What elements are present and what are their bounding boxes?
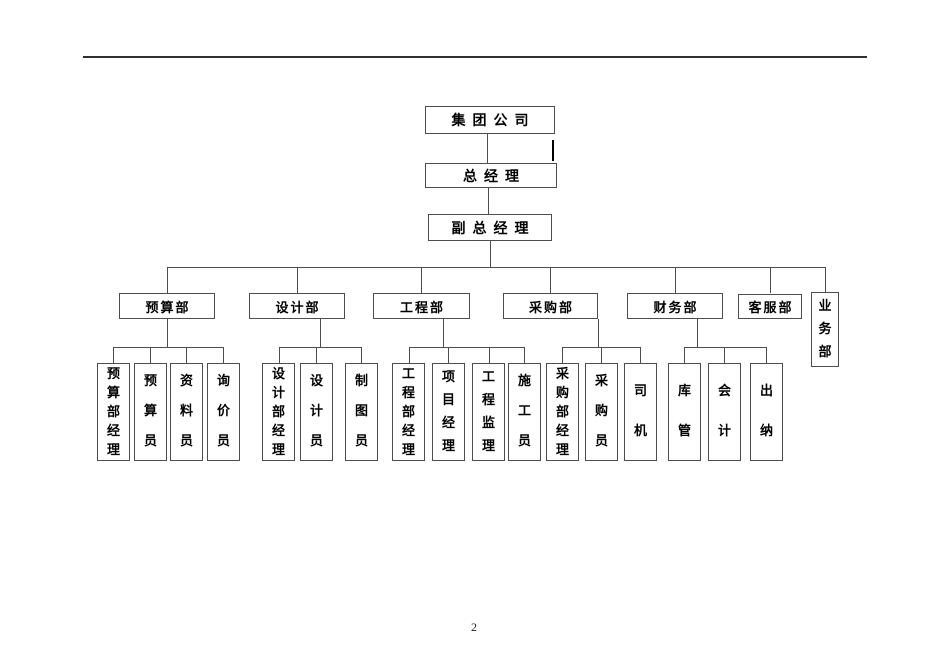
connector-line (297, 267, 298, 293)
role-label: 司机 (633, 384, 647, 439)
role-box-purchasing-dept-manager: 采购部经理 (546, 363, 579, 461)
org-box-label: 总经理 (463, 168, 526, 185)
role-label: 工程部经理 (401, 366, 415, 458)
dept-box-purchasing: 采购部 (503, 293, 598, 319)
connector-line (279, 347, 362, 348)
connector-line (684, 347, 767, 348)
connector-line (489, 347, 490, 363)
dept-label: 财务部 (653, 300, 699, 316)
dept-label: 采购部 (528, 300, 574, 316)
org-box-group-company: 集团公司 (425, 106, 555, 134)
role-label: 设计员 (309, 374, 323, 449)
dept-box-business: 业务部 (811, 292, 839, 367)
role-label: 出纳 (759, 384, 773, 439)
dept-box-design: 设计部 (249, 293, 345, 319)
stray-mark (552, 140, 554, 161)
role-label: 库管 (677, 384, 691, 439)
connector-line (316, 347, 317, 363)
connector-line (490, 241, 491, 267)
role-box-purchaser: 采购员 (585, 363, 618, 461)
role-label: 设计部经理 (271, 366, 285, 458)
connector-line (421, 267, 422, 293)
role-label: 会计 (717, 384, 731, 439)
role-label: 采购员 (594, 374, 608, 449)
role-box-budget-dept-manager: 预算部经理 (97, 363, 130, 461)
role-label: 资料员 (179, 374, 193, 449)
dept-label: 预算部 (145, 300, 191, 316)
connector-line (113, 347, 114, 363)
role-label: 工程监理 (481, 370, 495, 454)
role-label: 预算部经理 (106, 366, 120, 458)
connector-line (409, 347, 525, 348)
dept-label: 客服部 (748, 301, 794, 316)
connector-line (724, 347, 725, 363)
connector-line (361, 347, 362, 363)
dept-box-finance: 财务部 (627, 293, 723, 319)
role-box-engineering-dept-manager: 工程部经理 (392, 363, 425, 461)
role-box-designer: 设计员 (300, 363, 333, 461)
dept-box-engineering: 工程部 (373, 293, 470, 319)
connector-line (113, 347, 224, 348)
role-box-construction-worker: 施工员 (508, 363, 541, 461)
connector-line (150, 347, 151, 363)
role-box-budget-clerk: 预算员 (134, 363, 167, 461)
org-box-deputy-general-manager: 副总经理 (428, 214, 552, 241)
dept-label: 业务部 (818, 299, 832, 360)
role-label: 制图员 (354, 374, 368, 449)
role-box-draftsman: 制图员 (345, 363, 378, 461)
connector-line (186, 347, 187, 363)
connector-line (167, 319, 168, 347)
dept-box-customer-service: 客服部 (738, 294, 802, 319)
role-box-price-inquiry-clerk: 询价员 (207, 363, 240, 461)
connector-line (601, 347, 602, 363)
role-box-cashier: 出纳 (750, 363, 783, 461)
dept-box-budget: 预算部 (119, 293, 215, 319)
connector-line (524, 347, 525, 363)
header-rule (83, 56, 867, 58)
role-label: 预算员 (143, 374, 157, 449)
role-box-engineering-supervisor: 工程监理 (472, 363, 505, 461)
role-label: 项目经理 (441, 370, 455, 454)
connector-line (770, 267, 771, 293)
connector-line (223, 347, 224, 363)
connector-line (487, 134, 488, 163)
connector-line (279, 347, 280, 363)
connector-line (550, 267, 551, 293)
org-box-label: 集团公司 (451, 113, 536, 129)
role-box-project-manager: 项目经理 (432, 363, 465, 461)
connector-line (675, 267, 676, 293)
role-box-warehouse-keeper: 库管 (668, 363, 701, 461)
org-box-label: 副总经理 (451, 220, 536, 237)
connector-line (488, 188, 489, 214)
page-number: 2 (471, 620, 477, 634)
connector-line (697, 319, 698, 347)
dept-label: 设计部 (275, 300, 321, 316)
role-label: 询价员 (216, 374, 230, 449)
role-label: 采购部经理 (555, 366, 569, 458)
connector-line (766, 347, 767, 363)
connector-line (684, 347, 685, 363)
org-box-general-manager: 总经理 (425, 163, 557, 188)
connector-line (167, 267, 168, 293)
dept-label: 工程部 (399, 300, 445, 316)
connector-line (409, 347, 410, 363)
connector-line (640, 347, 641, 363)
connector-line (167, 267, 826, 268)
connector-line (443, 319, 444, 347)
connector-line (825, 267, 826, 292)
connector-line (598, 319, 599, 347)
role-box-accountant: 会计 (708, 363, 741, 461)
role-box-design-dept-manager: 设计部经理 (262, 363, 295, 461)
role-label: 施工员 (517, 374, 531, 449)
role-box-document-clerk: 资料员 (170, 363, 203, 461)
connector-line (320, 319, 321, 347)
connector-line (562, 347, 563, 363)
connector-line (448, 347, 449, 363)
role-box-driver: 司机 (624, 363, 657, 461)
